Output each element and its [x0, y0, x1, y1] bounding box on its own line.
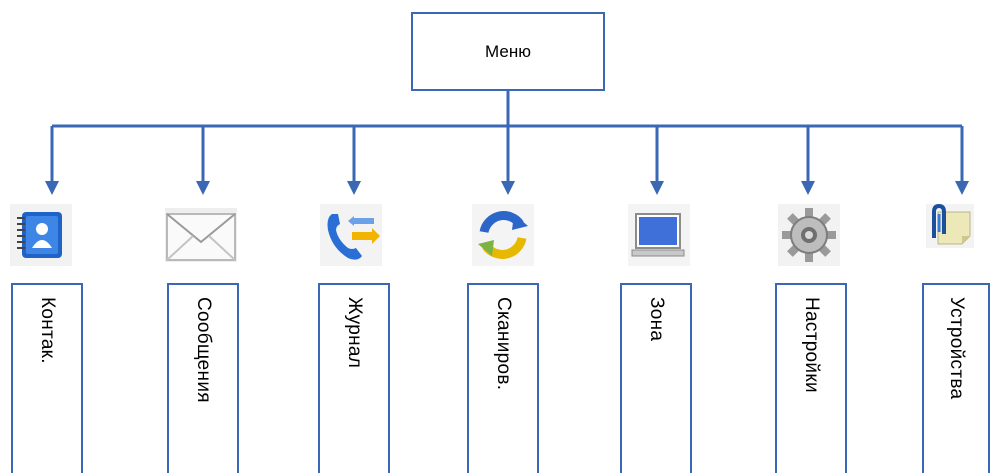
monitor-icon[interactable] — [626, 202, 692, 268]
gear-icon[interactable] — [776, 202, 842, 268]
call-log-icon[interactable] — [318, 202, 384, 268]
menu-item-settings-label: Настройки — [801, 297, 822, 393]
menu-item-devices[interactable]: Устройства — [922, 283, 990, 473]
refresh-scan-icon[interactable] — [470, 202, 536, 268]
menu-item-scan[interactable]: Сканиров. — [467, 283, 539, 473]
menu-item-journal-label: Журнал — [344, 297, 365, 369]
menu-item-settings[interactable]: Настройки — [775, 283, 847, 473]
menu-item-zone[interactable]: Зона — [620, 283, 692, 473]
menu-item-messages[interactable]: Сообщения — [167, 283, 239, 473]
menu-root-node[interactable]: Меню — [411, 12, 605, 91]
menu-item-messages-label: Сообщения — [193, 297, 214, 403]
paperclip-device-icon[interactable] — [924, 202, 976, 268]
menu-item-contacts-label: Контак. — [37, 297, 58, 364]
menu-item-contacts[interactable]: Контак. — [11, 283, 83, 473]
menu-item-journal[interactable]: Журнал — [318, 283, 390, 473]
envelope-icon[interactable] — [163, 202, 239, 268]
menu-item-scan-label: Сканиров. — [493, 297, 514, 391]
menu-root-label: Меню — [485, 41, 531, 61]
contacts-icon[interactable] — [8, 202, 74, 268]
menu-item-devices-label: Устройства — [946, 297, 967, 400]
menu-item-zone-label: Зона — [646, 297, 667, 342]
